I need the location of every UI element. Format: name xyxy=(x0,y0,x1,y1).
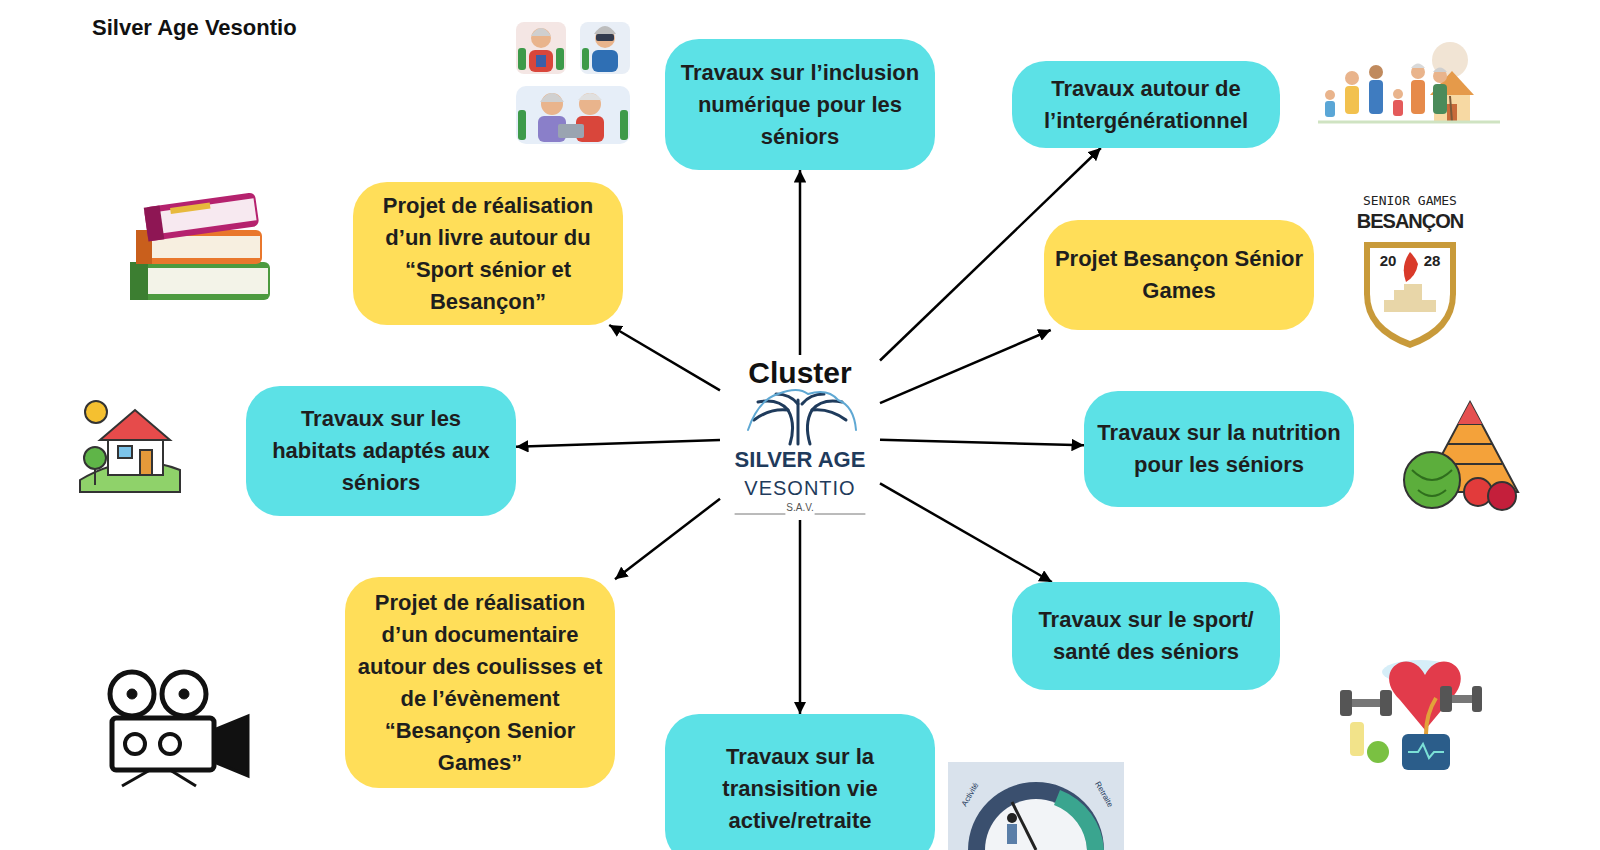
film-camera-icon xyxy=(110,672,248,786)
node-text: Projet de réalisation d’un documentaire … xyxy=(355,587,605,779)
retirement-gauge-icon xyxy=(948,762,1124,850)
senior-games-logo xyxy=(1364,242,1456,348)
work-box: Travaux sur les habitats adaptés aux sén… xyxy=(246,386,516,516)
logo-label: SENIOR GAMES xyxy=(1350,193,1470,208)
digital-seniors-icon xyxy=(516,22,630,144)
node-text: Travaux autour de l’intergénérationnel xyxy=(1022,73,1270,137)
cluster-center: ClusterSILVER AGEVESONTIOS.A.V. xyxy=(720,355,880,520)
node-text: Projet de réalisation d’un livre autour … xyxy=(363,190,613,318)
node-text: Travaux sur la transisition vie active/r… xyxy=(675,741,925,837)
work-box: Travaux autour de l’intergénérationnel xyxy=(1012,61,1280,148)
arrow-connector xyxy=(516,440,720,447)
arrow-connector xyxy=(880,330,1051,403)
arrow-connector xyxy=(880,483,1052,582)
nutrition-icon xyxy=(1404,402,1518,510)
node-text: Travaux sur le sport/ santé des séniors xyxy=(1022,604,1270,668)
logo-label: 28 xyxy=(1420,252,1444,269)
arrow-connector xyxy=(799,170,802,355)
logo-text: VESONTIO xyxy=(744,475,855,501)
arrow-connector xyxy=(880,440,1084,446)
work-box: Travaux sur l’inclusion numérique pour l… xyxy=(665,39,935,170)
project-box: Projet de réalisation d’un documentaire … xyxy=(345,577,615,788)
work-box: Travaux sur la nutrition pour les sénior… xyxy=(1084,391,1354,507)
sport-health-icon xyxy=(1340,660,1482,770)
work-box: Travaux sur le sport/ santé des séniors xyxy=(1012,582,1280,690)
project-box: Projet Besançon Sénior Games xyxy=(1044,220,1314,330)
node-text: Travaux sur l’inclusion numérique pour l… xyxy=(675,57,925,153)
family-icon xyxy=(1318,42,1500,123)
logo-label: 20 xyxy=(1376,252,1400,269)
node-text: Travaux sur la nutrition pour les sénior… xyxy=(1094,417,1344,481)
diagram-title: Silver Age Vesontio xyxy=(92,15,297,41)
logo-label: BESANÇON xyxy=(1350,210,1470,233)
work-box: Travaux sur la transisition vie active/r… xyxy=(665,714,935,850)
logo-text: S.A.V. xyxy=(786,501,813,515)
node-text: Travaux sur les habitats adaptés aux sén… xyxy=(256,403,506,499)
house-icon xyxy=(80,401,180,492)
arrow-connector xyxy=(799,520,802,714)
arrow-connector xyxy=(615,499,720,579)
logo-text: SILVER AGE xyxy=(735,447,866,473)
arrow-connector xyxy=(609,325,720,390)
books-icon xyxy=(130,192,270,300)
logo-tree xyxy=(735,390,865,514)
project-box: Projet de réalisation d’un livre autour … xyxy=(353,182,623,325)
node-text: Projet Besançon Sénior Games xyxy=(1054,243,1304,307)
cluster-heading: Cluster xyxy=(748,355,851,391)
